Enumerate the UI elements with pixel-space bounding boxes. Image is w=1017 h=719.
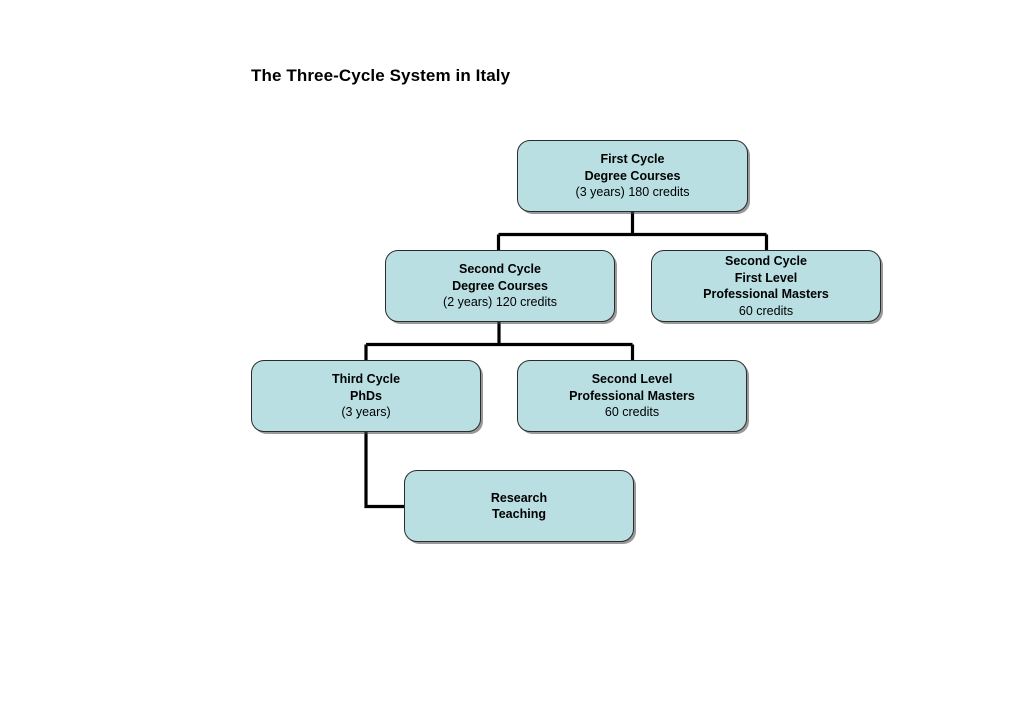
node-second-cycle-degree-courses[interactable]: Second Cycle Degree Courses (2 years) 12… [385,250,615,322]
page-title: The Three-Cycle System in Italy [251,66,511,85]
node-second-cycle-first-level-professional-masters[interactable]: Second Cycle First Level Professional Ma… [651,250,881,322]
node-third-cycle-phds[interactable]: Third Cycle PhDs (3 years) [251,360,481,432]
edge-phds-to-research-elbow [364,432,405,509]
node-line: Degree Courses [452,278,548,293]
node-line: Second Cycle [459,262,541,277]
node-research-teaching[interactable]: Research Teaching [404,470,634,542]
node-line: Professional Masters [569,388,695,403]
node-line: Research [490,490,548,505]
node-first-cycle-degree-courses[interactable]: First Cycle Degree Courses (3 years) 180… [517,140,748,212]
node-line: (2 years) 120 credits [443,295,557,310]
node-line: First Cycle [600,152,665,167]
node-line: PhDs [350,388,382,403]
node-line: Professional Masters [703,287,829,301]
node-line: First Level [734,270,798,285]
node-second-level-professional-masters[interactable]: Second Level Professional Masters 60 cre… [517,360,747,432]
node-line: Third Cycle [331,372,401,387]
node-line: Teaching [492,507,546,521]
node-line: 60 credits [738,303,794,318]
node-line: Degree Courses [584,168,681,183]
node-line: 60 credits [604,405,660,420]
node-line: Second Cycle [725,254,807,268]
node-line: Second Level [591,372,673,387]
node-line: (3 years) 180 credits [575,185,690,200]
node-line: (3 years) [341,405,391,420]
